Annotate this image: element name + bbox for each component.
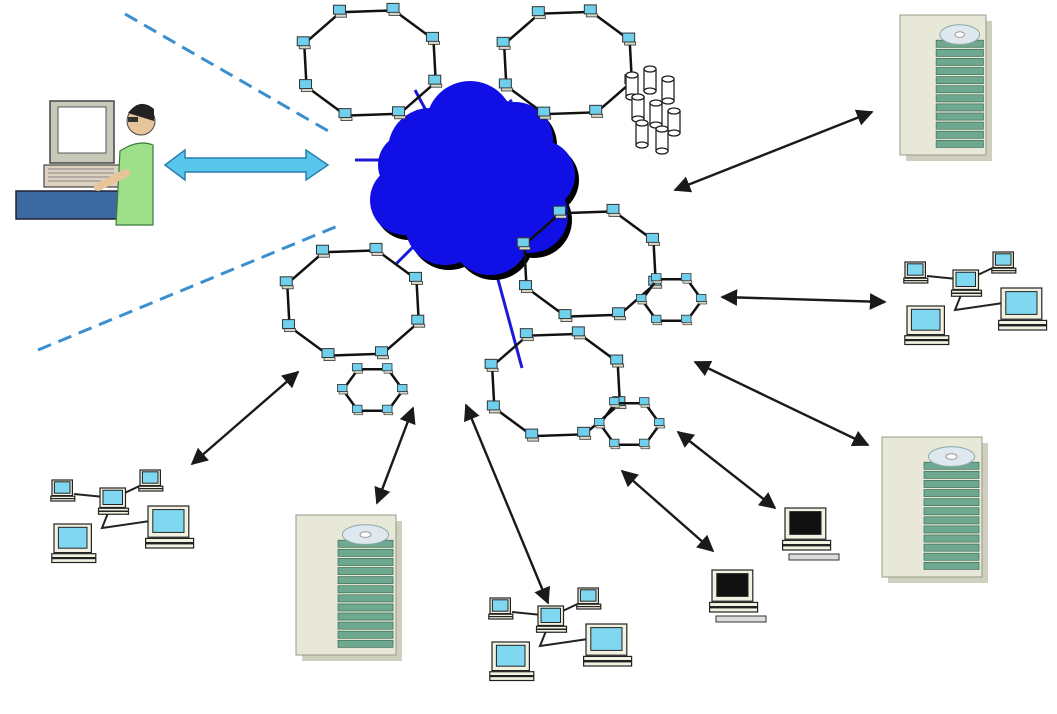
ring-network-center-bottom-sub xyxy=(594,397,666,450)
dashed-line xyxy=(37,223,341,352)
ring-node-icon xyxy=(369,242,384,256)
ring-node-icon xyxy=(282,319,296,333)
ring-node-icon xyxy=(635,294,648,305)
ring-node-icon xyxy=(583,4,598,18)
ring-node-icon xyxy=(498,78,513,92)
ring-network-middle-left-sub xyxy=(337,363,409,416)
ring-node-icon xyxy=(612,307,626,321)
ring-node-icon xyxy=(645,232,660,246)
ring-node-icon xyxy=(558,309,573,323)
double-arrow xyxy=(673,109,874,193)
ring-node-icon xyxy=(622,32,637,46)
double-arrow xyxy=(693,360,870,447)
ring-node-icon xyxy=(428,74,443,88)
ring-node-icon xyxy=(484,358,499,372)
ring-node-icon xyxy=(537,106,552,120)
ring-node-icon xyxy=(408,271,423,285)
ring-node-icon xyxy=(695,294,708,305)
ring-node-icon xyxy=(332,4,347,18)
ring-node-icon xyxy=(516,237,531,251)
pc-cluster-right-icon xyxy=(903,251,1048,346)
pc-cluster-bottom-left-icon xyxy=(50,469,195,564)
database-cylinders-icon xyxy=(625,65,681,155)
ring-node-icon xyxy=(609,438,621,450)
ring-node-icon xyxy=(382,363,394,374)
ring-node-icon xyxy=(392,106,406,120)
ring-node-icon xyxy=(425,31,440,45)
ring-node-icon xyxy=(531,6,546,20)
ring-node-icon xyxy=(315,244,330,258)
double-arrow xyxy=(620,469,715,553)
dashed-line xyxy=(124,12,331,134)
ring-node-icon xyxy=(609,397,621,408)
ring-node-icon xyxy=(519,328,534,342)
double-arrow xyxy=(374,406,416,505)
double-arrow xyxy=(190,370,300,466)
ring-network-middle-left xyxy=(279,242,426,362)
ring-node-icon xyxy=(486,400,501,414)
ring-node-icon xyxy=(650,273,663,284)
ring-node-icon xyxy=(589,104,604,118)
nodes-layer xyxy=(15,2,1048,682)
ring-node-icon xyxy=(680,314,693,326)
double-arrow xyxy=(720,289,887,310)
ring-node-icon xyxy=(606,203,621,217)
ring-node-icon xyxy=(338,108,353,122)
ring-node-icon xyxy=(382,404,394,416)
ring-node-icon xyxy=(610,354,625,368)
server-bottom-center-icon xyxy=(295,514,402,661)
user-at-computer-icon xyxy=(15,100,156,226)
ring-node-icon xyxy=(639,397,651,408)
server-top-right-icon xyxy=(899,14,992,161)
ring-node-icon xyxy=(352,363,364,374)
pc-cluster-bottom-icon xyxy=(488,587,633,682)
ring-node-icon xyxy=(571,326,586,340)
single-pc-icon xyxy=(708,569,767,623)
ring-node-icon xyxy=(577,426,592,440)
ring-node-icon xyxy=(525,428,540,442)
user-access-arrow xyxy=(163,148,330,182)
ring-node-icon xyxy=(397,384,409,395)
ring-node-icon xyxy=(375,346,389,360)
ring-network-middle-right-sub xyxy=(635,273,708,326)
ring-node-icon xyxy=(496,36,511,50)
ring-network-top-left xyxy=(296,2,443,122)
ring-node-icon xyxy=(337,384,349,395)
ring-node-icon xyxy=(296,36,311,50)
ring-node-icon xyxy=(519,280,533,294)
ring-node-icon xyxy=(654,417,666,429)
double-arrow xyxy=(676,430,777,510)
ring-node-icon xyxy=(299,79,313,93)
ring-node-icon xyxy=(279,276,294,290)
ring-network-top-right xyxy=(496,4,639,120)
ring-node-icon xyxy=(552,205,567,219)
ring-node-icon xyxy=(680,273,693,284)
ring-node-icon xyxy=(386,2,401,16)
double-arrow xyxy=(464,403,550,605)
ring-node-icon xyxy=(321,348,336,362)
ring-node-icon xyxy=(639,438,651,450)
server-right-icon xyxy=(881,436,988,583)
single-pc-icon xyxy=(781,507,840,561)
ring-node-icon xyxy=(594,417,606,429)
internet-cloud-icon xyxy=(370,81,579,280)
ring-node-icon xyxy=(411,314,426,328)
ring-network-center-bottom xyxy=(484,326,627,442)
ring-node-icon xyxy=(352,404,364,416)
ring-node-icon xyxy=(650,314,663,326)
